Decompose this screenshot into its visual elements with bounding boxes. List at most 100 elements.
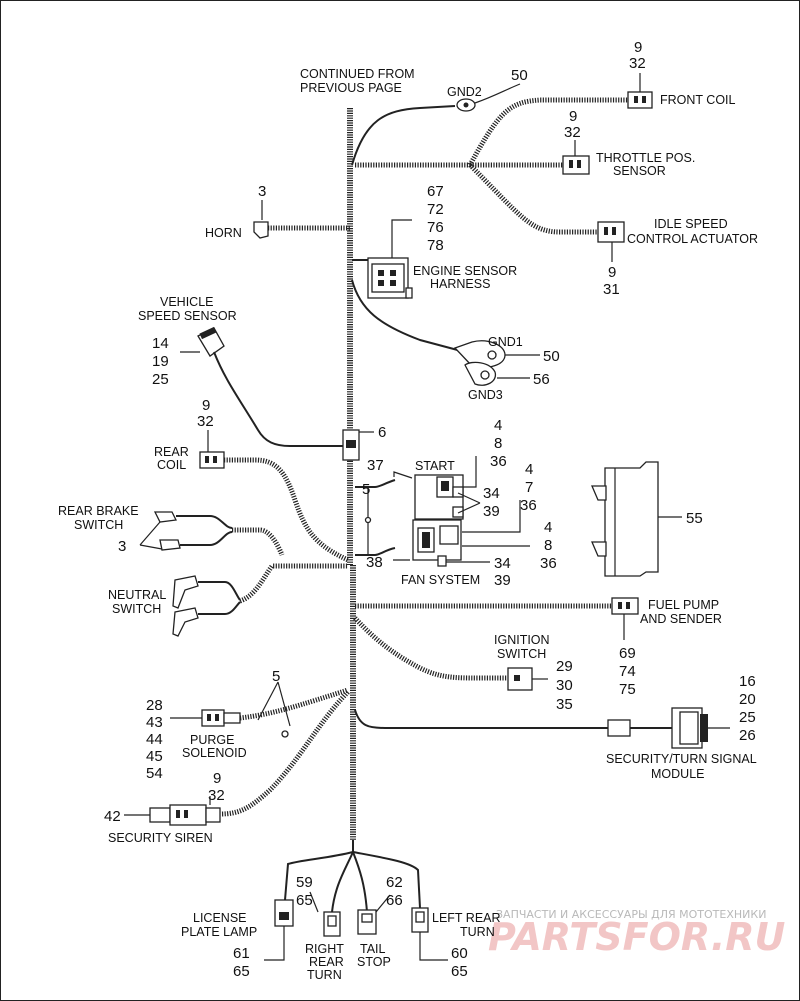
label-fan-system: FAN SYSTEM [401, 573, 480, 587]
label-engine-2: HARNESS [430, 277, 490, 291]
ref-ignition-2: 30 [556, 677, 573, 694]
license-wire [284, 851, 354, 901]
right-rear-wire [331, 851, 354, 913]
label-vss-1: VEHICLE [160, 295, 214, 309]
left-rear-leader [419, 932, 448, 961]
neutral-bundle [239, 563, 348, 604]
label-purge-2: SOLENOID [182, 746, 247, 760]
label-idle-1: IDLE SPEED [654, 217, 728, 231]
ref-engine-4: 78 [427, 237, 444, 254]
rear-brake-switch-top [153, 511, 177, 523]
ref-relay-mid-1: 34 [483, 485, 500, 502]
fuel-pump-connector [611, 597, 639, 615]
label-start: START [415, 459, 455, 473]
front-coil-connector [627, 91, 653, 109]
label-engine-1: ENGINE SENSOR [413, 264, 517, 278]
idle-bundle [468, 163, 598, 235]
label-continued: CONTINUED FROM PREVIOUS PAGE [300, 67, 415, 95]
ref-fuel-1: 69 [619, 645, 636, 662]
ref-vss-1: 14 [152, 335, 169, 352]
neutral-wire-1 [198, 581, 241, 601]
ref-rear-brake: 3 [118, 538, 126, 555]
rear-brake-leader [139, 521, 163, 550]
label-gnd3: GND3 [468, 388, 503, 402]
purge-bundle [239, 687, 349, 721]
ref-security-1: 16 [739, 673, 756, 690]
ref-fan-right-1: 4 [544, 519, 552, 536]
security-module-connector [671, 707, 708, 749]
ref-purge-1: 28 [146, 697, 163, 714]
ref-fan-bottom-1: 34 [494, 555, 511, 572]
rear-brake-wire-1 [176, 515, 233, 529]
rear-brake-bundle [232, 527, 285, 556]
label-neutral-1: NEUTRAL [108, 588, 166, 602]
ref-relay-mid-2: 39 [483, 503, 500, 520]
ignition-bundle [353, 616, 508, 681]
continued-line-2: PREVIOUS PAGE [300, 81, 402, 95]
ref-ignition-3: 35 [556, 696, 573, 713]
ref-start-3: 36 [490, 453, 507, 470]
label-rear-brake-2: SWITCH [74, 518, 123, 532]
ref-right-rear-2: 65 [296, 892, 313, 909]
inline-connector-6 [342, 429, 360, 461]
ref-idle-1: 9 [608, 264, 616, 281]
ref-gnd1: 50 [543, 348, 560, 365]
ref-start-2: 8 [494, 435, 502, 452]
ref-vss-3: 25 [152, 371, 169, 388]
license-leader [264, 926, 285, 961]
label-ignition-2: SWITCH [497, 647, 546, 661]
ref-6: 6 [378, 424, 386, 441]
gnd3-terminal [464, 361, 497, 386]
ref-tail-2: 66 [386, 892, 403, 909]
rear-coil-connector [199, 451, 225, 469]
ref-purge-3: 44 [146, 731, 163, 748]
ref-fuel-2: 74 [619, 663, 636, 680]
ref-relay-right-3: 36 [520, 497, 537, 514]
relay-mid-leader [457, 492, 481, 514]
left-rear-connector [411, 907, 429, 933]
vss-wire [213, 351, 345, 447]
ref-left-rear-2: 65 [451, 963, 468, 980]
ref-throttle-1: 9 [569, 108, 577, 125]
label-security-2: MODULE [651, 767, 704, 781]
ref-38: 38 [366, 554, 383, 571]
ref-gnd3: 56 [533, 371, 550, 388]
ref-idle-2: 31 [603, 281, 620, 298]
gnd2-wire [351, 105, 456, 166]
ref-siren-left: 42 [104, 808, 121, 825]
fan-relay [412, 519, 462, 567]
ref-tail-1: 62 [386, 874, 403, 891]
throttle-connector [562, 155, 590, 175]
label-throttle-2: SENSOR [613, 164, 666, 178]
ref-security-2: 20 [739, 691, 756, 708]
label-tail-2: STOP [357, 955, 391, 969]
rear-brake-wire-2 [180, 531, 233, 546]
ref-siren-top-2: 32 [208, 787, 225, 804]
security-module-wire [354, 709, 608, 729]
label-rear-brake-1: REAR BRAKE [58, 504, 139, 518]
ref-license-2: 65 [233, 963, 250, 980]
ref-vss-2: 19 [152, 353, 169, 370]
ref-engine-1: 67 [427, 183, 444, 200]
gnd1-wire [351, 279, 466, 353]
right-rear-leader [309, 891, 319, 913]
module-55 [591, 461, 659, 577]
label-rear-coil-2: COIL [157, 458, 186, 472]
label-left-rear-1: LEFT REAR [432, 911, 501, 925]
label-tail-1: TAIL [360, 942, 386, 956]
ref-security-3: 25 [739, 709, 756, 726]
ref-purge-4: 45 [146, 748, 163, 765]
siren-connector [149, 804, 221, 826]
tail-stop-connector [357, 909, 377, 935]
ref-left-rear-1: 60 [451, 945, 468, 962]
continued-line-1: CONTINUED FROM [300, 67, 415, 81]
ref-37: 37 [367, 457, 384, 474]
label-right-rear-1: RIGHT [305, 942, 344, 956]
label-right-rear-2: REAR [309, 955, 344, 969]
ref-5b: 5 [272, 668, 280, 685]
ref-fan-right-2: 8 [544, 537, 552, 554]
right-rear-connector [323, 911, 341, 937]
engine-sensor-leader [391, 219, 412, 258]
neutral-switch-top [172, 575, 199, 609]
